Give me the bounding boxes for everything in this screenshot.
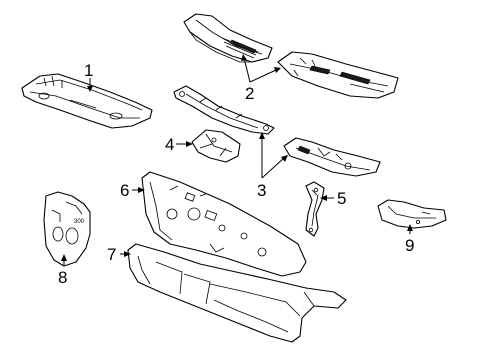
part-1-cowl-panel [21, 73, 153, 129]
part-2-vent-panel-right [277, 51, 399, 99]
callout-8: 8 [58, 268, 67, 287]
callout-9: 9 [405, 236, 414, 255]
callout-6: 6 [120, 181, 129, 200]
callout-4: 4 [165, 135, 174, 154]
part-3-plenum-upper [173, 85, 275, 135]
pad-decal-text: 300 [74, 219, 85, 225]
part-8-insulator-pad: 300 [43, 191, 91, 267]
leader-lines [61, 54, 413, 266]
callout-7: 7 [107, 245, 116, 264]
part-9-block [377, 199, 447, 229]
part-4-bracket [191, 129, 241, 163]
callout-1: 1 [84, 61, 93, 80]
part-3-plenum-lower [283, 137, 381, 177]
part-7-insulator [127, 243, 347, 343]
callout-2: 2 [245, 84, 254, 103]
part-6-dash-panel [141, 171, 307, 277]
callout-3: 3 [257, 181, 266, 200]
part-2-vent-grille-upper [183, 13, 273, 63]
callout-5: 5 [337, 189, 346, 208]
part-5-strut-brace [305, 181, 325, 237]
callout-labels: 1 2 3 4 5 6 7 8 9 [58, 61, 414, 287]
